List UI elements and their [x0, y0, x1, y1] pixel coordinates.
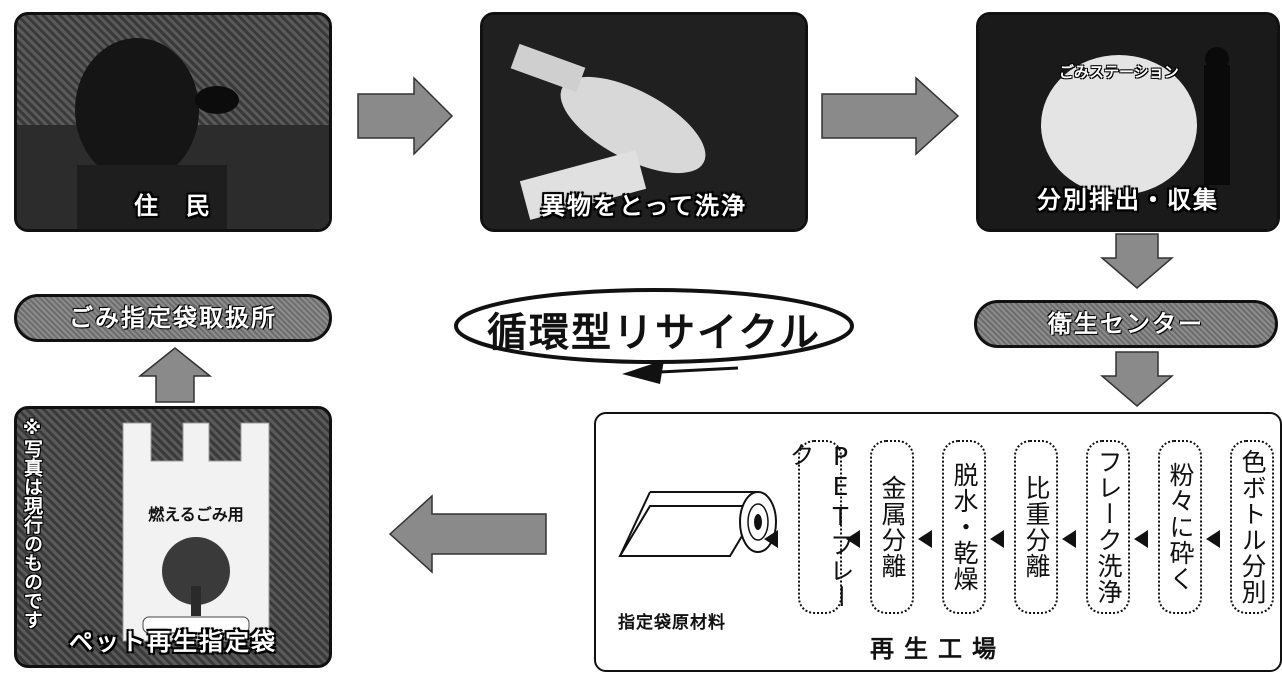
- collect-caption: 分別排出・収集: [1037, 186, 1219, 214]
- step-arrow-icon: [1134, 530, 1148, 548]
- bag-print-text: 燃えるごみ用: [148, 505, 244, 524]
- photo-residents: 住 民: [14, 12, 332, 232]
- cycle-title: 循環型リサイクル: [452, 286, 856, 366]
- step-color-bottle-sort: 色ボトル分別: [1230, 440, 1274, 614]
- step-arrow-icon: [990, 530, 1004, 548]
- step-arrow-icon: [846, 530, 860, 548]
- step-crush: 粉々に砕く: [1158, 440, 1202, 614]
- step-metal-separation: 金属分離: [870, 440, 914, 614]
- residents-caption: 住 民: [134, 192, 212, 220]
- step-pet-flake: PETフレーク: [786, 440, 855, 614]
- bag-shop-label: ごみ指定袋取扱所: [14, 294, 332, 342]
- arrow-center-to-factory: [1100, 351, 1174, 407]
- arrow-residents-to-wash: [357, 76, 454, 156]
- film-roll-icon: [618, 491, 777, 557]
- step-arrow-icon: [764, 530, 778, 548]
- step-gravity-separation: 比重分離: [1014, 440, 1058, 614]
- step-dehydrate-dry: 脱水・乾燥: [942, 440, 986, 614]
- sanitation-center-label: 衛生センター: [974, 300, 1278, 348]
- recycling-factory: 指定袋原材料 PETフレーク 金属分離 脱水・乾燥 比重分離 フレーク洗浄 粉々…: [594, 412, 1282, 672]
- bag-caption: ペット再生指定袋: [69, 628, 277, 656]
- product-label: 指定袋原材料: [618, 613, 726, 633]
- cycle-title-ellipse: [454, 288, 854, 364]
- station-sign: ごみステーション: [1059, 63, 1179, 81]
- arrow-wash-to-collect: [821, 76, 960, 156]
- arrow-factory-to-bag: [388, 494, 547, 574]
- step-arrow-icon: [1062, 530, 1076, 548]
- photo-collect: ごみステーション 分別排出・収集: [976, 12, 1280, 232]
- collect-scene: [979, 15, 1277, 229]
- photo-wash: 異物をとって洗浄: [480, 12, 808, 232]
- pet-bag-image: [122, 422, 270, 642]
- arrow-collect-to-center: [1100, 233, 1174, 289]
- residents-scene: [17, 38, 329, 229]
- step-arrow-icon: [918, 530, 932, 548]
- arrow-bag-to-shop: [138, 347, 212, 403]
- cycle-title-text: 循環型リサイクル: [487, 311, 821, 355]
- step-arrow-icon: [1206, 530, 1220, 548]
- factory-label: 再生工場: [870, 635, 1006, 663]
- wash-caption: 異物をとって洗浄: [540, 192, 748, 220]
- wash-scene: [483, 15, 805, 229]
- cycle-return-arrow: [622, 360, 739, 384]
- step-flake-wash: フレーク洗浄: [1086, 440, 1130, 614]
- photo-bag: 燃えるごみ用 ※写真は現行のものです ペット再生指定袋: [14, 406, 332, 668]
- photo-note: ※写真は現行のものです: [21, 417, 43, 629]
